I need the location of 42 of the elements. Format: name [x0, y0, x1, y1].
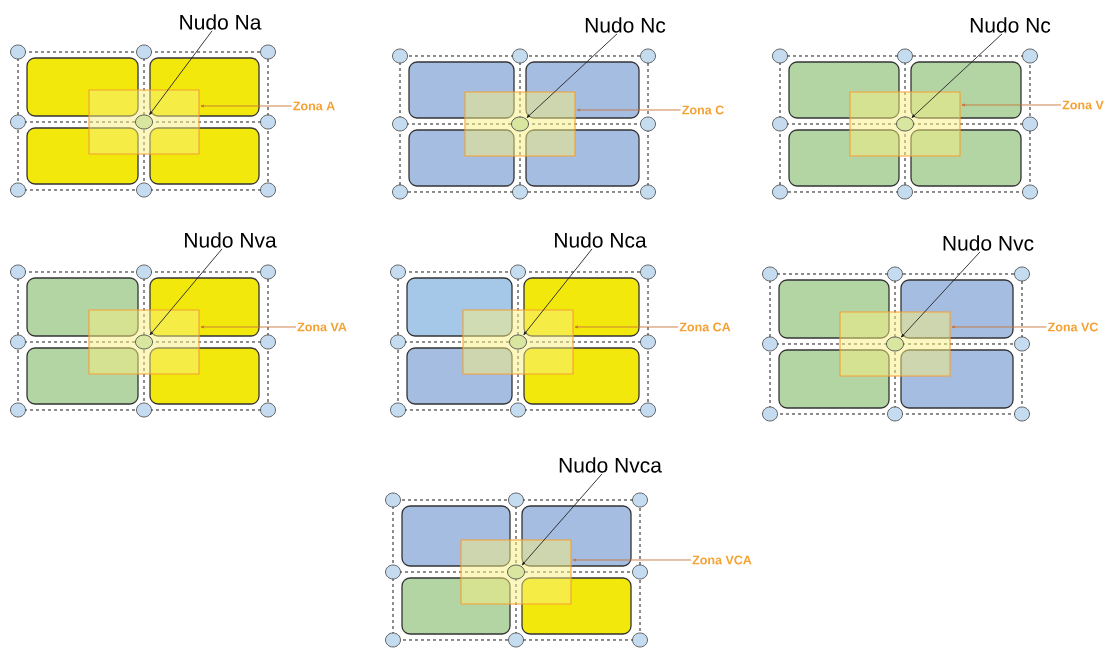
arrow — [149, 30, 213, 115]
node-circle — [507, 564, 525, 580]
node-circle — [509, 334, 527, 350]
arrow — [149, 248, 223, 336]
node-circle — [511, 116, 529, 132]
node-label: Nudo Nvca — [559, 457, 662, 473]
node-circle — [135, 334, 153, 350]
node-label: Nudo Nvc — [943, 235, 1034, 251]
node-circle — [896, 116, 914, 132]
zone-label: Zona VC — [1048, 322, 1098, 332]
zone-box — [464, 91, 576, 157]
node-label: Nudo Nc — [970, 17, 1051, 33]
zone-label: Zona VA — [297, 322, 347, 332]
zone-label: Zona V — [1062, 100, 1104, 110]
arrow — [200, 325, 297, 329]
arrow — [911, 33, 1003, 118]
node-label: Nudo Nc — [585, 17, 666, 33]
arrow — [574, 325, 679, 329]
arrow — [576, 108, 682, 112]
arrow — [523, 248, 593, 336]
node-label: Nudo Na — [180, 14, 262, 30]
arrow — [526, 33, 618, 118]
node-circle — [886, 336, 904, 352]
node-circle — [135, 114, 153, 130]
zone-label: Zona VCA — [692, 555, 752, 565]
zone-label: Zona C — [682, 105, 724, 115]
zone-label: Zona A — [293, 101, 335, 111]
arrow — [961, 103, 1062, 107]
zone-box — [460, 539, 572, 605]
zone-box — [88, 89, 200, 155]
zone-box — [839, 311, 951, 377]
arrow — [521, 473, 603, 566]
arrow — [900, 251, 981, 338]
zone-label: Zona CA — [679, 322, 731, 332]
node-label: Nudo Nva — [185, 232, 277, 248]
arrow — [951, 325, 1047, 329]
arrow — [200, 104, 293, 108]
zone-box — [88, 309, 200, 375]
node-label: Nudo Nca — [555, 232, 647, 248]
zone-box — [462, 309, 574, 375]
arrow — [572, 558, 692, 562]
zone-box — [849, 91, 961, 157]
